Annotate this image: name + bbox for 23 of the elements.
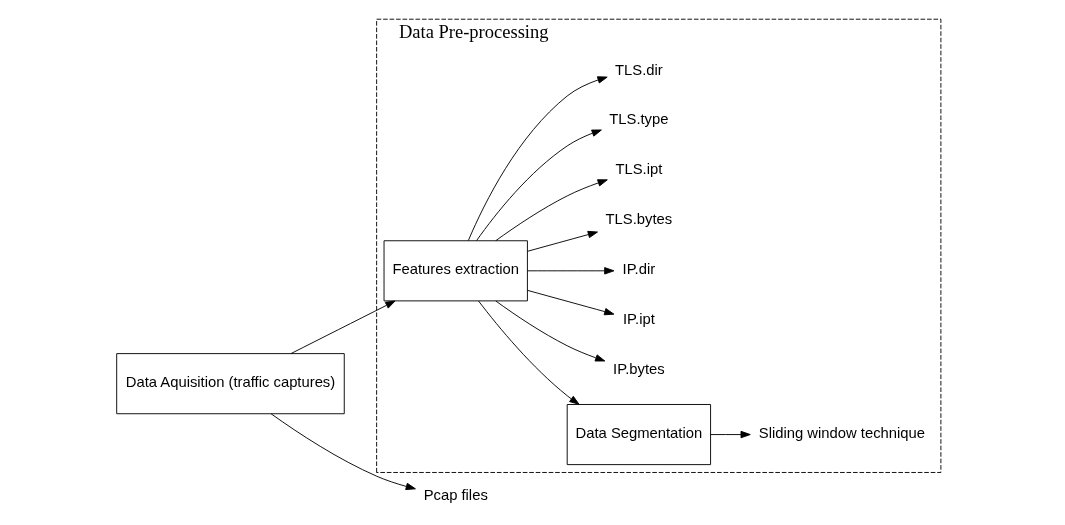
arrow bbox=[467, 76, 608, 241]
node-box: Data Aquisition (traffic captures) bbox=[116, 353, 345, 415]
node-text: IP.dir bbox=[622, 261, 656, 278]
node-text: IP.ipt bbox=[622, 311, 655, 328]
node-box: Data Segmentation bbox=[566, 404, 712, 466]
arrow bbox=[270, 413, 416, 491]
arrow bbox=[478, 300, 580, 405]
arrow bbox=[476, 129, 602, 242]
node-text: Sliding window technique bbox=[758, 425, 926, 442]
arrow bbox=[495, 179, 608, 242]
arrow bbox=[527, 230, 598, 252]
node-text: IP.bytes bbox=[613, 361, 665, 378]
node-text: TLS.ipt bbox=[615, 161, 663, 178]
arrow bbox=[527, 267, 615, 275]
node-text: TLS.type bbox=[609, 111, 669, 128]
node-text: Pcap files bbox=[423, 487, 488, 504]
node-box: Features extraction bbox=[383, 240, 528, 302]
node-text: TLS.dir bbox=[615, 61, 663, 78]
node-text: TLS.bytes bbox=[605, 211, 673, 228]
arrow bbox=[290, 300, 396, 355]
arrow bbox=[495, 300, 606, 362]
arrow bbox=[527, 289, 615, 316]
arrow bbox=[710, 430, 751, 439]
